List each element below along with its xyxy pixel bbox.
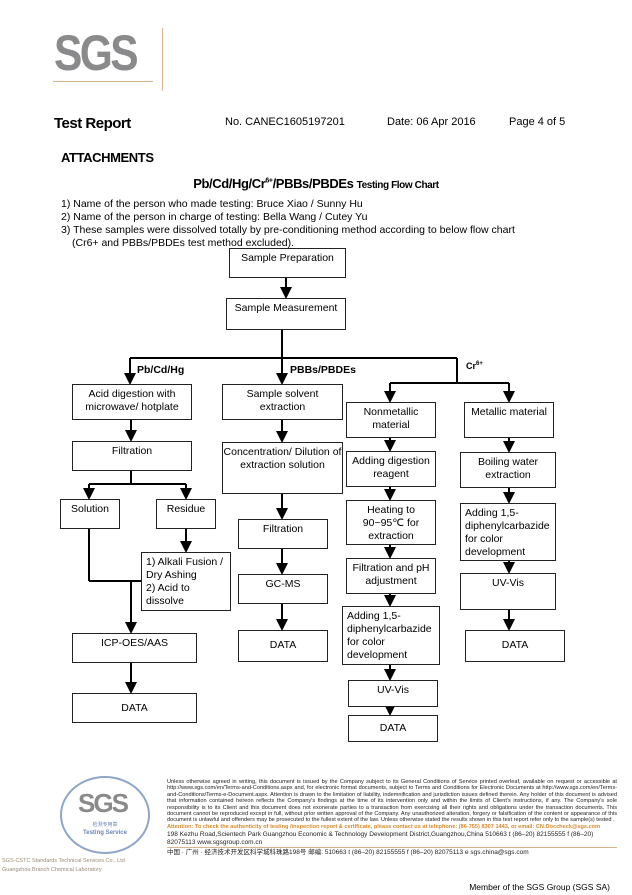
- flow-step-alkali-fusion: 1) Alkali Fusion / Dry Ashing 2) Acid to…: [141, 552, 231, 611]
- flow-step-heating: Heating to 90~95℃ for extraction: [346, 500, 436, 545]
- address-english: 198 Kezhu Road,Scientech Park Guangzhou …: [167, 831, 617, 849]
- branch-label-cr: Cr6+: [466, 361, 483, 371]
- flow-step-metallic: Metallic material: [464, 402, 554, 438]
- note: 1) Name of the person who made testing: …: [61, 198, 363, 210]
- lab-branch: Guangzhou Branch Chemical Laboratory: [2, 867, 102, 873]
- lab-name: SGS-CSTC Standards Technical Services Co…: [2, 858, 127, 864]
- flow-step-nonmetallic: Nonmetallic material: [346, 402, 436, 438]
- flow-step-solvent-extraction: Sample solvent extraction: [222, 384, 343, 420]
- testing-service-seal: SGS 检测专用章 Testing Service: [60, 776, 150, 854]
- flow-step-residue: Residue: [156, 499, 216, 529]
- report-title: Test Report: [54, 115, 131, 132]
- flow-step-concentration: Concentration/ Dilution of extraction so…: [222, 442, 343, 494]
- flow-chart-title: Pb/Cd/Hg/Cr6+/PBBs/PBDEs Testing Flow Ch…: [193, 176, 439, 191]
- note: 2) Name of the person in charge of testi…: [61, 211, 368, 223]
- report-number: No. CANEC1605197201: [225, 116, 345, 128]
- flow-step-filtration: Filtration: [238, 519, 328, 549]
- flow-step-diphenylcarbazide: Adding 1,5-diphenylcarbazide for color d…: [342, 606, 440, 665]
- authenticity-notice: Attention: To check the authenticity of …: [167, 823, 601, 830]
- flow-step-gcms: GC-MS: [238, 574, 328, 604]
- flow-step-acid-digestion: Acid digestion with microwave/ hotplate: [72, 384, 192, 420]
- logo-rule: [162, 28, 163, 91]
- flow-step-data: DATA: [465, 630, 565, 662]
- flow-step-boiling-water: Boiling water extraction: [460, 452, 556, 488]
- logo-rule: [53, 81, 153, 82]
- address-chinese: 中国 · 广州 · 经济技术开发区科学城科珠路198号 邮编: 510663 t…: [167, 849, 529, 857]
- section-heading: ATTACHMENTS: [61, 150, 154, 165]
- flow-step-uv-vis: UV-Vis: [460, 573, 556, 610]
- flow-step-solution: Solution: [60, 499, 120, 529]
- note: 3) These samples were dissolved totally …: [61, 224, 515, 236]
- branch-label-pbb: PBBs/PBDEs: [290, 364, 356, 376]
- member-statement: Member of the SGS Group (SGS SA): [469, 882, 610, 892]
- flow-step-uv-vis: UV-Vis: [348, 680, 438, 707]
- page-number: Page 4 of 5: [509, 116, 566, 128]
- branch-label-pb: Pb/Cd/Hg: [137, 364, 185, 376]
- sgs-logo: SGS: [54, 25, 139, 81]
- flow-step-filtration: Filtration: [72, 441, 192, 471]
- flow-step-sample-measurement: Sample Measurement: [226, 298, 346, 330]
- flow-step-filtration-ph: Filtration and pH adjustment: [346, 558, 436, 594]
- flow-step-data: DATA: [72, 693, 197, 723]
- flow-step-data: DATA: [348, 715, 438, 742]
- disclaimer: Unless otherwise agreed in writing, this…: [167, 779, 617, 830]
- flow-step-data: DATA: [238, 630, 328, 662]
- flow-step-icp: ICP-OES/AAS: [72, 633, 197, 663]
- flow-step-digestion-reagent: Adding digestion reagent: [346, 451, 436, 487]
- flow-step-sample-preparation: Sample Preparation: [229, 248, 346, 278]
- report-date: Date: 06 Apr 2016: [387, 116, 476, 128]
- flow-step-diphenylcarbazide: Adding 1,5-diphenylcarbazide for color d…: [460, 503, 556, 561]
- note: (Cr6+ and PBBs/PBDEs test method exclude…: [72, 237, 295, 249]
- footer-block: Unless otherwise agreed in writing, this…: [167, 779, 617, 856]
